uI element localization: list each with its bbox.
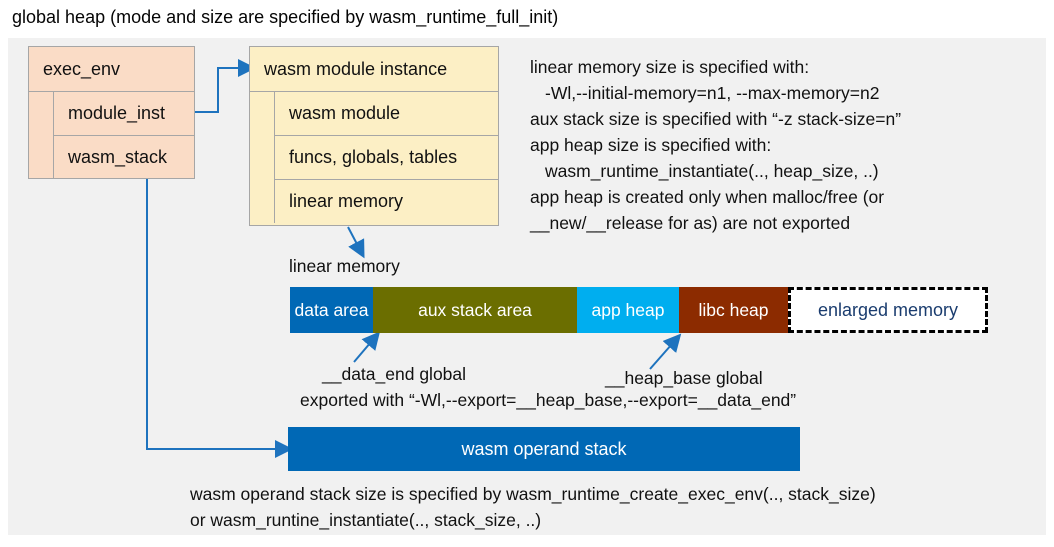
bottom-notes: wasm operand stack size is specified by …: [190, 481, 876, 533]
diagram-panel: exec_env module_inst wasm_stack wasm mod…: [8, 38, 1046, 535]
note-line: -Wl,--initial-memory=n1, --max-memory=n2: [545, 83, 880, 103]
wasm-module-instance-header: wasm module instance: [250, 47, 498, 92]
exec-env-box: exec_env module_inst wasm_stack: [28, 46, 195, 179]
note-line: wasm_runtime_instantiate(.., heap_size, …: [545, 161, 879, 181]
note-line: app heap size is specified with:: [530, 135, 772, 155]
note-line: __new/__release for as) are not exported: [530, 213, 851, 233]
bottom-note-line: or wasm_runtine_instantiate(.., stack_si…: [190, 510, 542, 530]
row-wasm-module: wasm module: [275, 92, 498, 136]
wasm-module-instance-rows: wasm module funcs, globals, tables linea…: [274, 92, 498, 223]
heap-base-global-label: __heap_base global: [605, 368, 763, 388]
exported-with-label: exported with “-Wl,--export=__heap_base,…: [300, 390, 797, 410]
segment-aux-stack-area: aux stack area: [373, 287, 577, 333]
segment-enlarged-memory: enlarged memory: [788, 287, 988, 333]
note-line: aux stack size is specified with “-z sta…: [530, 109, 902, 129]
right-notes: linear memory size is specified with: -W…: [530, 54, 901, 236]
segment-libc-heap: libc heap: [679, 287, 788, 333]
exec-env-header: exec_env: [29, 47, 194, 92]
segment-data-area: data area: [290, 287, 373, 333]
data-end-arrow: [353, 331, 381, 363]
bottom-note-line: wasm operand stack size is specified by …: [190, 484, 876, 504]
exec-env-row-module-inst: module_inst: [54, 92, 194, 136]
row-linear-memory: linear memory: [289, 191, 404, 211]
linear-memory-row-to-label-arrow: [347, 226, 365, 259]
segment-app-heap: app heap: [577, 287, 679, 333]
exec-env-rows: module_inst wasm_stack: [53, 92, 194, 179]
exec-env-row-wasm-stack: wasm_stack: [68, 147, 168, 167]
note-line: app heap is created only when malloc/fre…: [530, 187, 885, 207]
note-line: linear memory size is specified with:: [530, 57, 810, 77]
data-end-global-label: __data_end global: [322, 364, 467, 384]
page-title: global heap (mode and size are specified…: [12, 7, 559, 27]
wasm-operand-stack-bar: wasm operand stack: [288, 427, 800, 471]
wasm-module-instance-box: wasm module instance wasm module funcs, …: [249, 46, 499, 226]
row-funcs-globals-tables: funcs, globals, tables: [275, 136, 498, 180]
heap-base-arrow: [649, 333, 682, 370]
linear-memory-label: linear memory: [289, 256, 400, 276]
